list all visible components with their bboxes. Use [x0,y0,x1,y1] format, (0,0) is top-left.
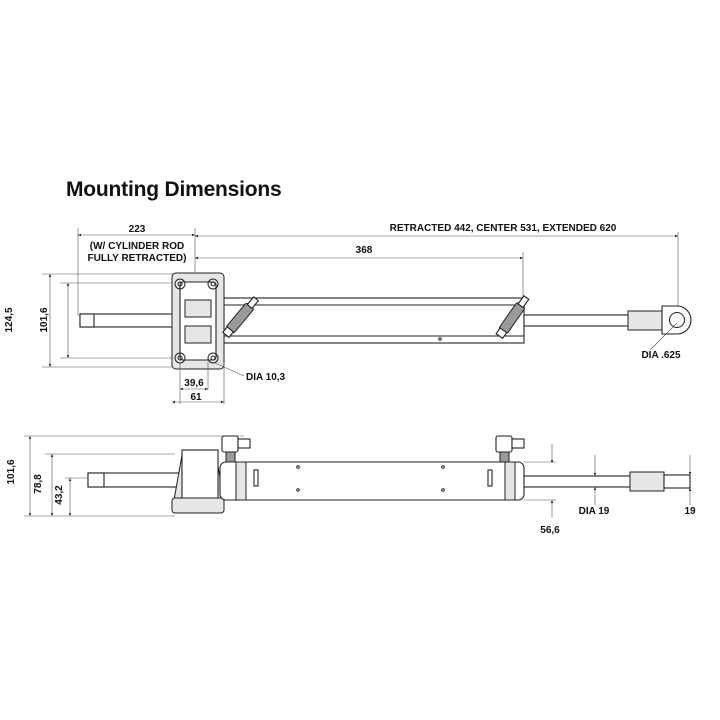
dim-39-6: 39,6 [184,378,204,389]
dim-stroke: RETRACTED 442, CENTER 531, EXTENDED 620 [390,223,617,234]
dim-124-5: 124,5 [4,307,15,332]
note-line-2: FULLY RETRACTED) [88,253,187,264]
dim-101-6-side: 101,6 [6,459,17,484]
side-view: 101,6 78,8 43,2 [6,435,696,536]
dim-43-2: 43,2 [54,485,65,505]
note-line-1: (W/ CYLINDER ROD [90,241,184,252]
dim-19: 19 [684,506,696,517]
dim-223: 223 [129,224,146,235]
top-view: 223 (W/ CYLINDER ROD FULLY RETRACTED) RE… [4,223,692,404]
dim-61: 61 [190,392,202,403]
dim-56-6: 56,6 [540,525,560,536]
rod-end-dia: DIA .625 [641,350,681,361]
page-title: Mounting Dimensions [66,178,282,201]
rod-dia: DIA 19 [579,506,610,517]
dim-78-8: 78,8 [33,474,44,494]
hole-dia: DIA 10,3 [246,372,286,383]
dim-368: 368 [356,245,373,256]
dim-101-6-top: 101,6 [39,307,50,332]
